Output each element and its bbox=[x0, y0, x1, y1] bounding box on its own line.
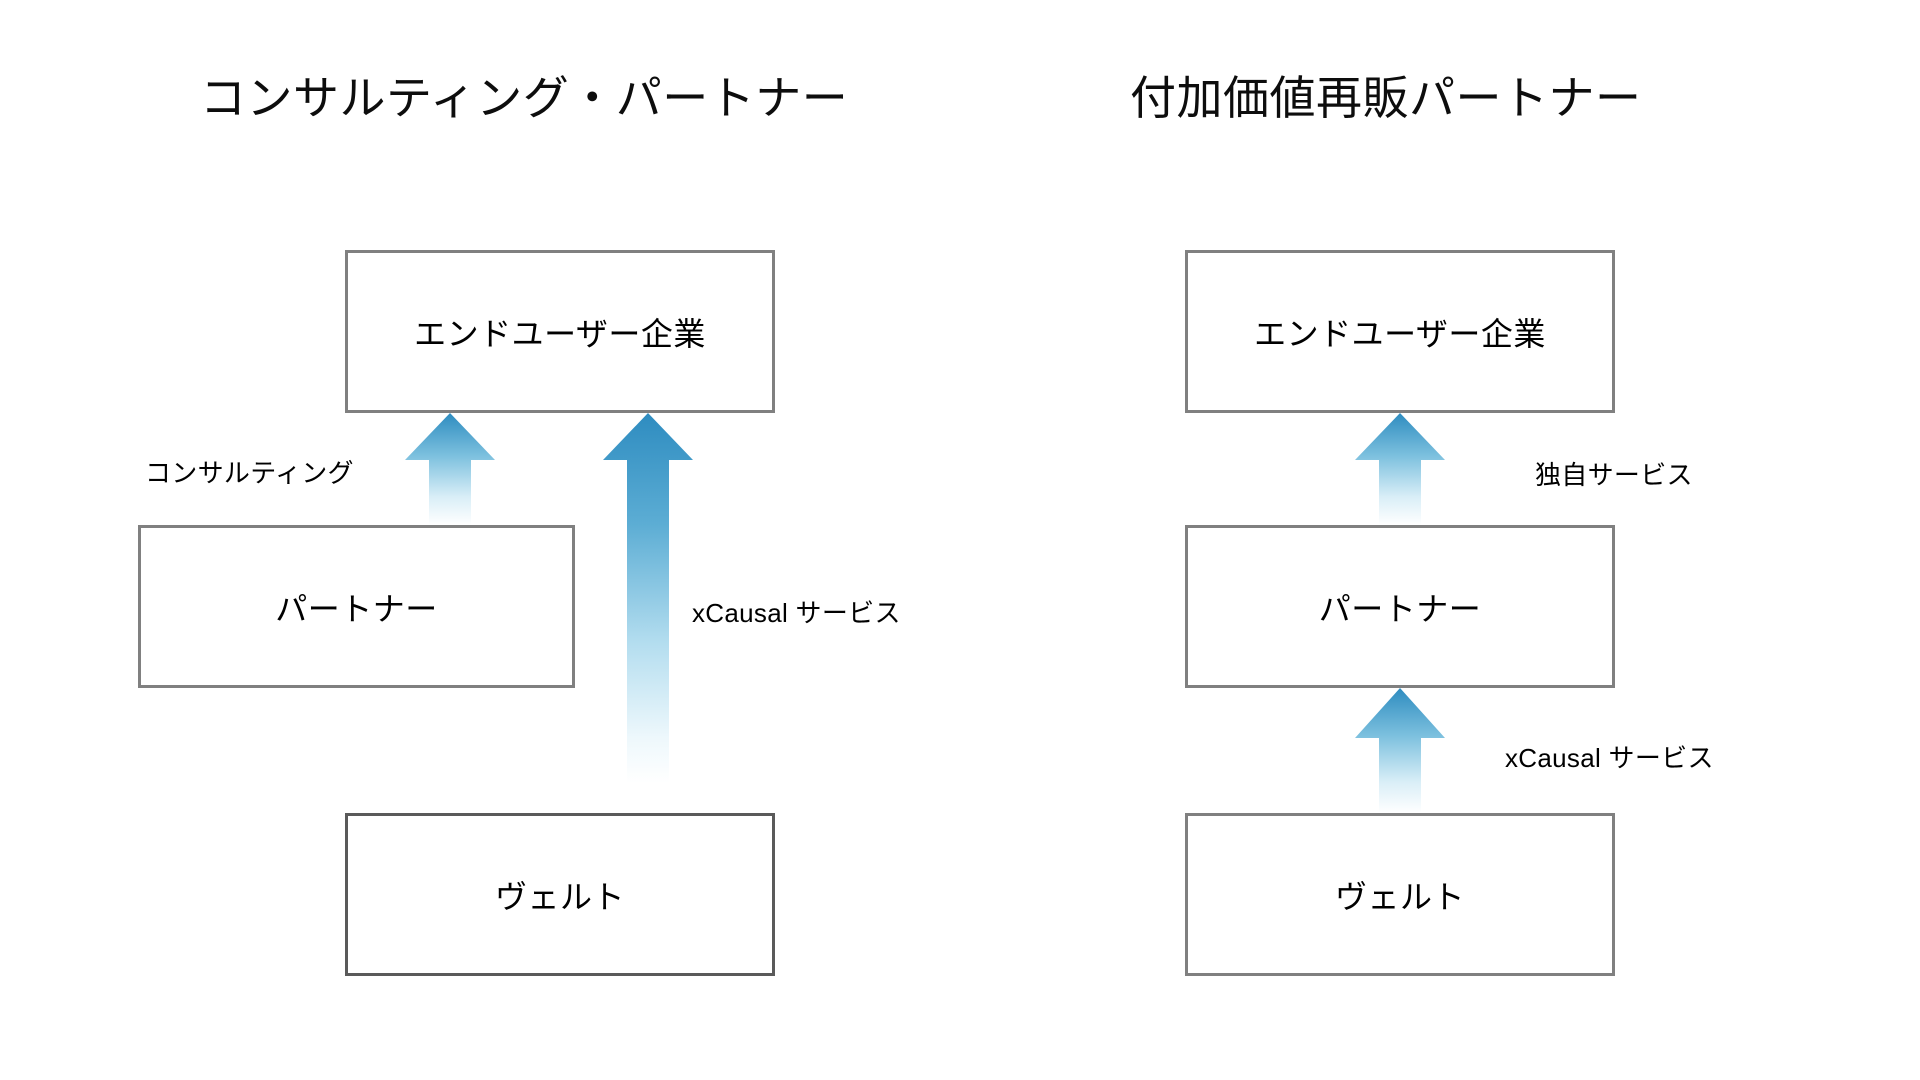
connector-label-left-consulting: コンサルティング bbox=[145, 458, 354, 488]
node-box-right-end-user[interactable]: エンドユーザー企業 bbox=[1185, 250, 1615, 413]
up-arrow-icon-right-xcausal bbox=[1355, 688, 1445, 813]
connector-label-right-own-service: 独自サービス bbox=[1535, 460, 1693, 490]
up-arrow-icon-right-own-service bbox=[1355, 413, 1445, 525]
node-box-right-partner[interactable]: パートナー bbox=[1185, 525, 1615, 688]
page-title-consulting-partner: コンサルティング・パートナー bbox=[200, 72, 849, 124]
node-label-right-velt: ヴェルト bbox=[1334, 878, 1465, 915]
connector-label-left-xcausal: xCausal サービス bbox=[692, 598, 901, 628]
up-arrow-icon-left-xcausal bbox=[603, 413, 693, 783]
node-label-left-velt: ヴェルト bbox=[494, 878, 625, 915]
node-label-right-partner: パートナー bbox=[1318, 590, 1482, 627]
connector-label-right-xcausal: xCausal サービス bbox=[1505, 743, 1714, 773]
node-box-left-velt[interactable]: ヴェルト bbox=[345, 813, 775, 976]
page-title-value-added-reseller-partner: 付加価値再販パートナー bbox=[1130, 72, 1642, 124]
node-label-right-end-user: エンドユーザー企業 bbox=[1254, 315, 1546, 352]
node-label-left-partner: パートナー bbox=[275, 590, 438, 627]
node-box-left-end-user[interactable]: エンドユーザー企業 bbox=[345, 250, 775, 413]
node-label-left-end-user: エンドユーザー企業 bbox=[414, 315, 706, 352]
node-box-left-partner[interactable]: パートナー bbox=[138, 525, 575, 688]
node-box-right-velt[interactable]: ヴェルト bbox=[1185, 813, 1615, 976]
up-arrow-icon-left-consulting bbox=[405, 413, 495, 525]
